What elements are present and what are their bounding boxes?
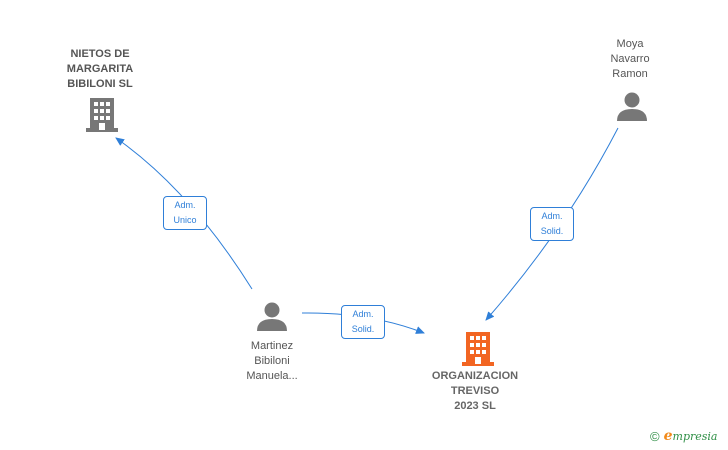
- node-label-organizacion[interactable]: ORGANIZACION TREVISO 2023 SL: [431, 370, 519, 412]
- edge-label-adm-solid: Adm. Solid.: [341, 305, 385, 339]
- node-label-nietos[interactable]: NIETOS DE MARGARITA BIBILONI SL: [66, 48, 134, 90]
- person-icon: [257, 302, 287, 331]
- building-icon: [86, 98, 118, 132]
- edge-label-adm-solid: Adm. Solid.: [530, 207, 574, 241]
- brand-name: mpresia: [672, 430, 718, 443]
- building-icon: [462, 332, 494, 366]
- person-icon: [617, 92, 647, 121]
- node-label-martinez[interactable]: Martinez Bibiloni Manuela...: [246, 340, 298, 382]
- copyright-icon: ©: [650, 428, 660, 444]
- brand-logo[interactable]: © empresia: [650, 428, 717, 444]
- edge-label-adm-unico: Adm. Unico: [163, 196, 207, 230]
- brand-initial: e: [663, 428, 673, 444]
- node-label-moya[interactable]: Moya Navarro Ramon: [610, 38, 650, 80]
